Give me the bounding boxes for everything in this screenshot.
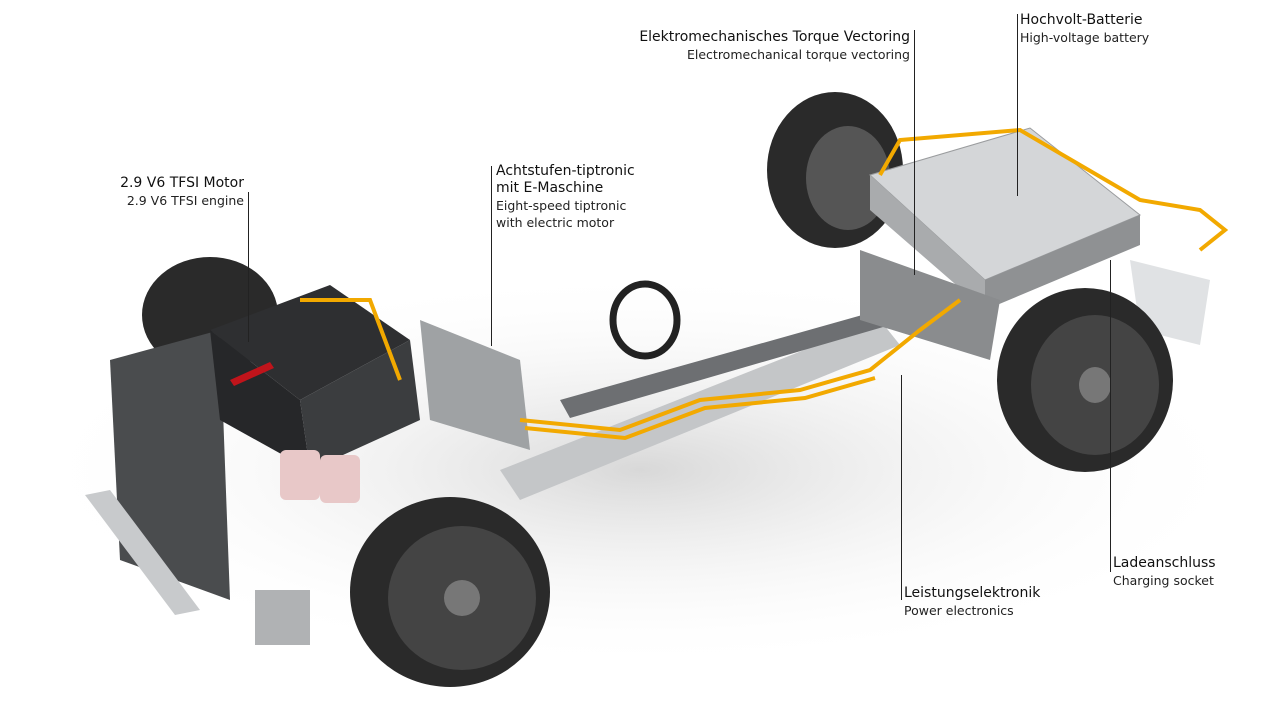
label-charging-socket: Ladeanschluss Charging socket [1113,555,1216,589]
label-torque-vectoring: Elektromechanisches Torque Vectoring Ele… [639,29,910,63]
wheel-rear-left [997,288,1173,472]
aux-radiator [255,590,310,645]
label-de: Elektromechanisches Torque Vectoring [639,29,910,45]
leader-torque-vectoring [914,30,915,275]
steering-wheel [609,280,681,360]
hv-cables [300,127,1229,441]
leader-engine [248,192,249,342]
leader-power-electronics [901,375,902,600]
label-en: High-voltage battery [1020,30,1150,45]
label-de: Hochvolt-Batterie [1020,12,1143,28]
label-en: Power electronics [904,603,1014,618]
radiator [110,330,230,600]
label-en: Charging socket [1113,573,1214,588]
coolant-tank [280,450,320,500]
rear-axle [860,250,1000,360]
label-de: Achtstufen-tiptronic [496,163,635,179]
label-power-electronics: Leistungselektronik Power electronics [904,585,1040,619]
label-en: with electric motor [496,215,615,230]
engine-cover [210,285,410,400]
label-engine: 2.9 V6 TFSI Motor 2.9 V6 TFSI engine [120,175,244,209]
label-tiptronic: Achtstufen-tiptronic mit E-Maschine Eigh… [496,163,635,231]
label-de: mit E-Maschine [496,180,604,196]
wheel-front-left [350,497,550,687]
label-de: Leistungselektronik [904,585,1041,601]
gearbox [420,320,530,450]
prop-shaft [560,310,890,418]
leader-tiptronic [491,166,492,346]
leader-charging-socket [1110,260,1111,572]
label-battery: Hochvolt-Batterie High-voltage battery [1020,12,1149,46]
label-en: 2.9 V6 TFSI engine [126,193,244,208]
label-de: 2.9 V6 TFSI Motor [120,175,244,191]
wheel-rear-right [767,92,903,248]
label-en: Eight-speed tiptronic [496,198,627,213]
label-en: Electromechanical torque vectoring [686,47,910,62]
leader-battery [1017,14,1018,196]
high-voltage-battery [869,127,1141,310]
label-de: Ladeanschluss [1113,555,1216,571]
